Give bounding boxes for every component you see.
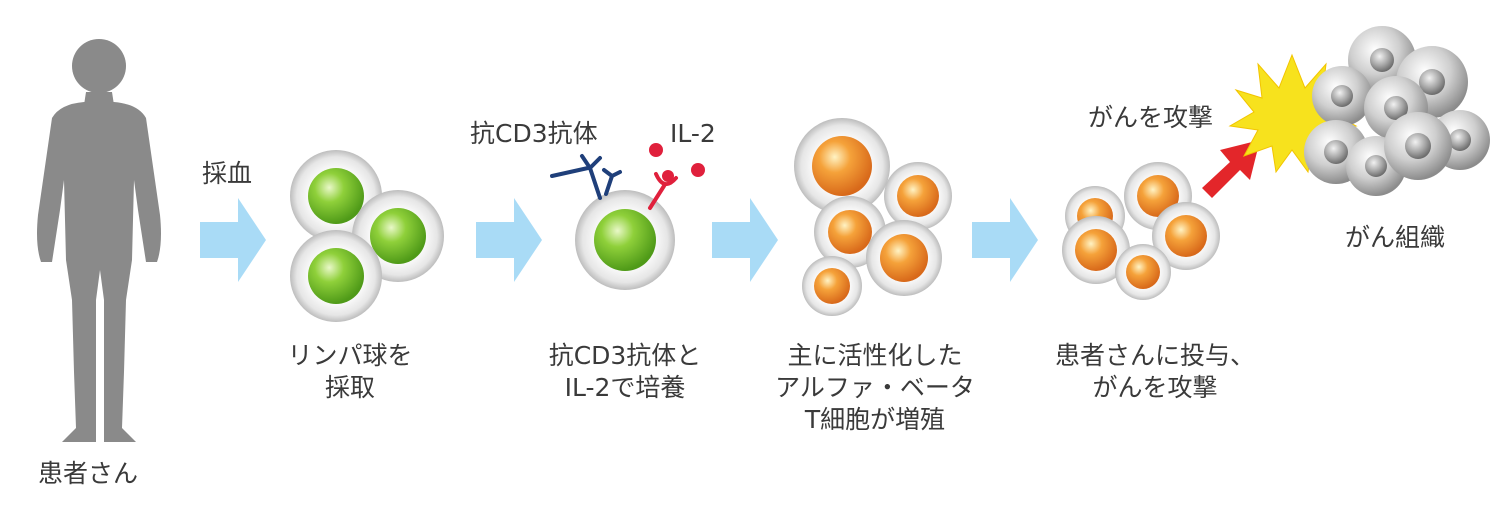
step4-caption: 患者さんに投与、 がんを攻撃	[1040, 340, 1270, 404]
attack-label: がんを攻撃	[1088, 103, 1214, 132]
step4-line2: がんを攻撃	[1092, 373, 1218, 402]
step3-line2: アルファ・ベータ	[775, 373, 975, 402]
cancer-tissue-cluster	[1304, 26, 1490, 196]
flow-arrow-icon	[712, 198, 778, 282]
step3-line3: T細胞が増殖	[804, 405, 946, 434]
step3-line1: 主に活性化した	[787, 341, 963, 370]
activated-cell-cluster	[794, 118, 952, 316]
patient-label: 患者さん	[38, 459, 139, 488]
culture-cell	[575, 190, 675, 290]
step4-line1: 患者さんに投与、	[1054, 341, 1255, 370]
step2-line1: 抗CD3抗体と	[548, 341, 702, 370]
administered-cell-cluster	[1062, 162, 1220, 300]
antibody-label: 抗CD3抗体	[470, 119, 598, 148]
cancer-tissue-label: がん組織	[1344, 223, 1445, 252]
il2-molecule-icon	[648, 143, 705, 210]
person-silhouette-icon	[37, 39, 161, 442]
antibody-icon	[550, 154, 622, 200]
step2-line2: IL-2で培養	[564, 373, 686, 402]
flow-arrow-icon	[200, 198, 266, 282]
step1-caption: リンパ球を 採取	[280, 340, 420, 404]
il2-label: IL-2	[670, 119, 716, 148]
blood-draw-label: 採血	[202, 159, 253, 188]
step3-caption: 主に活性化した アルファ・ベータ T細胞が増殖	[770, 340, 980, 436]
flow-arrow-icon	[476, 198, 542, 282]
lymphocyte-cluster	[290, 150, 444, 322]
flow-arrow-icon	[972, 198, 1038, 282]
step1-line2: 採取	[324, 373, 375, 402]
step2-caption: 抗CD3抗体と IL-2で培養	[535, 340, 715, 404]
step1-line1: リンパ球を	[287, 341, 413, 370]
